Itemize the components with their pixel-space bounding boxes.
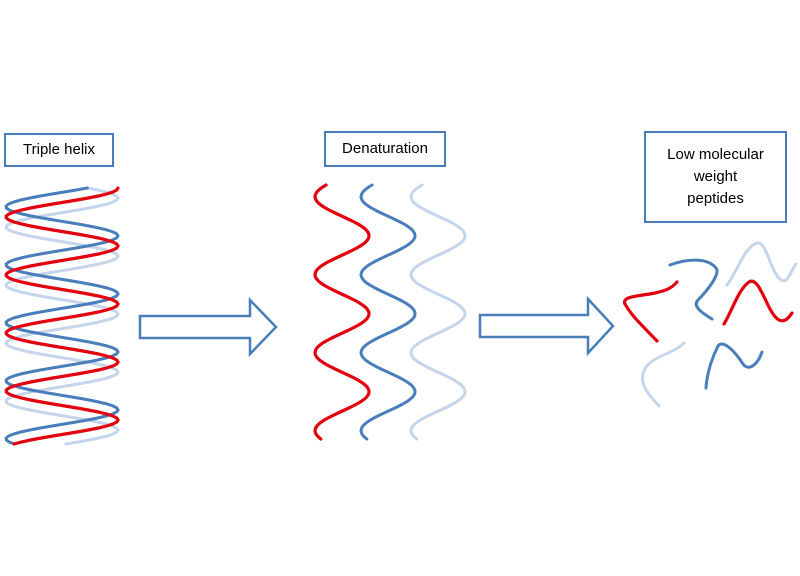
denaturation-label-text: Denaturation (342, 140, 428, 157)
peptides-label-line-3: peptides (687, 190, 744, 207)
fragment-blue-top (668, 258, 719, 321)
denatured-strand-red (313, 183, 371, 441)
fragment-red-left (622, 280, 679, 343)
denatured-strand-blue (359, 183, 417, 441)
fragment-red-right (722, 279, 794, 326)
denatured-strand-light-blue (409, 183, 467, 441)
peptides-label-line-1: Low molecular (667, 146, 764, 163)
denaturation-label: Denaturation (324, 131, 446, 167)
fragment-light-blue-top (725, 241, 798, 287)
fragment-light-blue-bottom (641, 341, 686, 408)
triple-helix-strands (4, 186, 120, 446)
helix-strand-red (4, 186, 120, 446)
arrow-right-2 (478, 295, 615, 357)
denatured-strands (313, 183, 467, 441)
peptides-label: Low molecular weight peptides (644, 131, 787, 223)
peptides-label-line-2: weight (693, 168, 738, 185)
arrow-right-1 (138, 296, 278, 358)
fragment-blue-bottom (704, 342, 764, 390)
peptide-fragments (622, 241, 798, 408)
triple-helix-label: Triple helix (4, 133, 114, 167)
triple-helix-label-text: Triple helix (23, 141, 95, 158)
helix-strand-blue (4, 186, 120, 446)
helix-strand-light-blue (4, 186, 120, 446)
